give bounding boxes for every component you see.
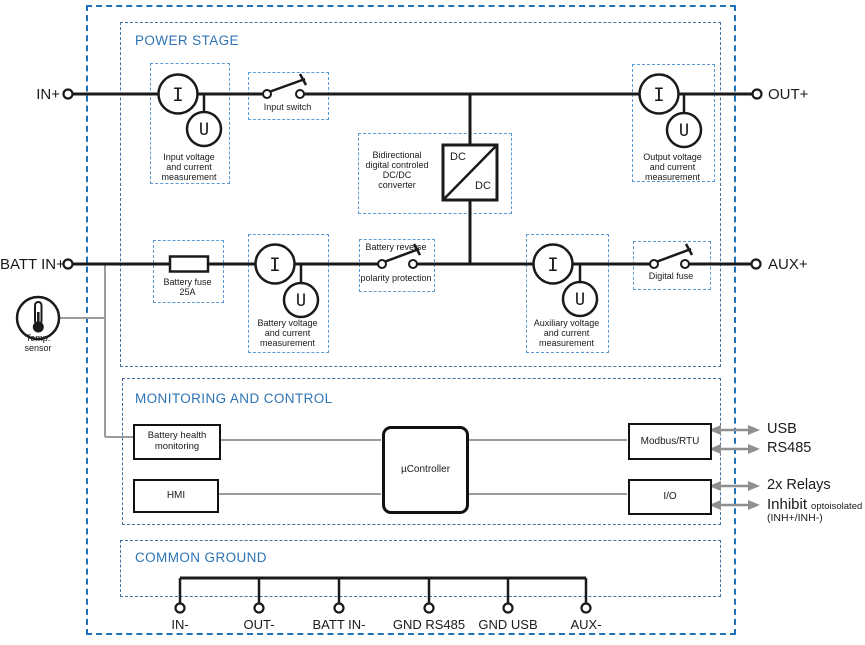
inhibit-note-label: optoisolated bbox=[811, 501, 863, 512]
ground-drops bbox=[178, 578, 588, 603]
terminal-dots bbox=[62, 88, 763, 614]
input-measurement-box bbox=[150, 63, 230, 184]
battery-fuse-icon bbox=[168, 255, 210, 273]
monitoring-title: MONITORING AND CONTROL bbox=[135, 391, 333, 406]
dcdc-converter-label: Bidirectional digital controled DC/DC co… bbox=[365, 150, 429, 191]
dcdc-top-label: DC bbox=[450, 151, 466, 163]
dcdc-bottom-label: DC bbox=[475, 180, 491, 192]
battery-measurement-box bbox=[248, 234, 329, 353]
terminal-gnd-rs485-label: GND RS485 bbox=[392, 617, 466, 632]
ucontroller-block: µController bbox=[382, 426, 469, 514]
input-current-meter: I bbox=[157, 73, 199, 115]
inhibit-sub-label: (INH+/INH-) bbox=[767, 512, 823, 524]
digital-fuse-switch-icon bbox=[649, 243, 694, 269]
terminal-batt-in-neg-label: BATT IN- bbox=[312, 617, 366, 632]
aux-voltage-meter: U bbox=[561, 280, 599, 318]
rs485-arrow bbox=[709, 444, 760, 454]
temp-sensor-icon bbox=[15, 295, 61, 341]
io-block: I/O bbox=[628, 479, 712, 515]
rs485-label: RS485 bbox=[767, 440, 812, 456]
svg-text:U: U bbox=[199, 120, 209, 140]
relays-label: 2x Relays bbox=[767, 477, 831, 493]
common-ground-title: COMMON GROUND bbox=[135, 550, 267, 565]
reverse-protection-bottom-label: polarity protection bbox=[360, 273, 432, 283]
battery-current-meter: I bbox=[254, 243, 296, 285]
output-measurement-label: Output voltage and current measurement bbox=[643, 152, 702, 183]
terminal-out-neg-label: OUT- bbox=[243, 617, 275, 632]
input-measurement-label: Input voltage and current measurement bbox=[161, 152, 217, 183]
battery-measurement-label: Battery voltage and current measurement bbox=[257, 318, 318, 349]
hmi-block: HMI bbox=[133, 479, 219, 513]
port-arrows bbox=[709, 425, 760, 510]
output-measurement-box bbox=[632, 64, 715, 182]
svg-text:I: I bbox=[172, 84, 183, 106]
svg-text:U: U bbox=[575, 290, 585, 310]
digital-fuse-label: Digital fuse bbox=[648, 271, 694, 281]
dcdc-converter-box bbox=[358, 133, 512, 214]
terminal-in-neg-label: IN- bbox=[171, 617, 189, 632]
relays-arrow bbox=[709, 481, 760, 491]
dcdc-converter-icon bbox=[441, 143, 499, 202]
aux-measurement-box bbox=[526, 234, 609, 353]
svg-text:I: I bbox=[653, 84, 664, 106]
monitoring-wires bbox=[215, 439, 627, 495]
inhibit-arrow bbox=[709, 500, 760, 510]
reverse-protection-switch-icon bbox=[377, 243, 422, 269]
reverse-protection-top-label: Battery reverse bbox=[365, 242, 427, 252]
battery-voltage-meter: U bbox=[282, 281, 320, 319]
temp-sensor-label: Temp. sensor bbox=[24, 333, 52, 354]
input-switch-box bbox=[248, 72, 329, 120]
terminal-aux-neg-label: AUX- bbox=[570, 617, 602, 632]
terminal-in-pos-label: IN+ bbox=[36, 86, 60, 103]
meter-stubs bbox=[202, 95, 686, 284]
terminal-out-pos-label: OUT+ bbox=[768, 86, 809, 103]
temp-and-health-wire bbox=[59, 265, 134, 438]
svg-text:U: U bbox=[296, 291, 306, 311]
power-stage-section bbox=[120, 22, 721, 367]
outer-dashed-border bbox=[86, 5, 736, 635]
power-stage-title: POWER STAGE bbox=[135, 33, 239, 48]
svg-text:I: I bbox=[269, 254, 280, 276]
output-current-meter: I bbox=[638, 73, 680, 115]
terminal-gnd-usb-label: GND USB bbox=[478, 617, 538, 632]
terminal-batt-in-pos-label: BATT IN+ bbox=[0, 256, 65, 273]
svg-text:U: U bbox=[679, 121, 689, 141]
aux-measurement-label: Auxiliary voltage and current measuremen… bbox=[533, 318, 600, 349]
terminal-aux-pos-label: AUX+ bbox=[768, 256, 808, 273]
output-voltage-meter: U bbox=[665, 111, 703, 149]
usb-label: USB bbox=[767, 421, 797, 437]
common-ground-section bbox=[120, 540, 721, 597]
modbus-block: Modbus/RTU bbox=[628, 423, 712, 460]
battery-health-block: Battery health monitoring bbox=[133, 424, 221, 460]
battery-fuse-box bbox=[153, 240, 224, 303]
input-switch-icon bbox=[262, 73, 308, 99]
aux-current-meter: I bbox=[532, 243, 574, 285]
input-voltage-meter: U bbox=[185, 110, 223, 148]
usb-arrow bbox=[709, 425, 760, 435]
svg-text:I: I bbox=[547, 254, 558, 276]
input-switch-label: Input switch bbox=[263, 102, 312, 112]
inhibit-main-label: Inhibit bbox=[767, 496, 808, 513]
battery-fuse-label: Battery fuse 25A bbox=[163, 277, 212, 298]
